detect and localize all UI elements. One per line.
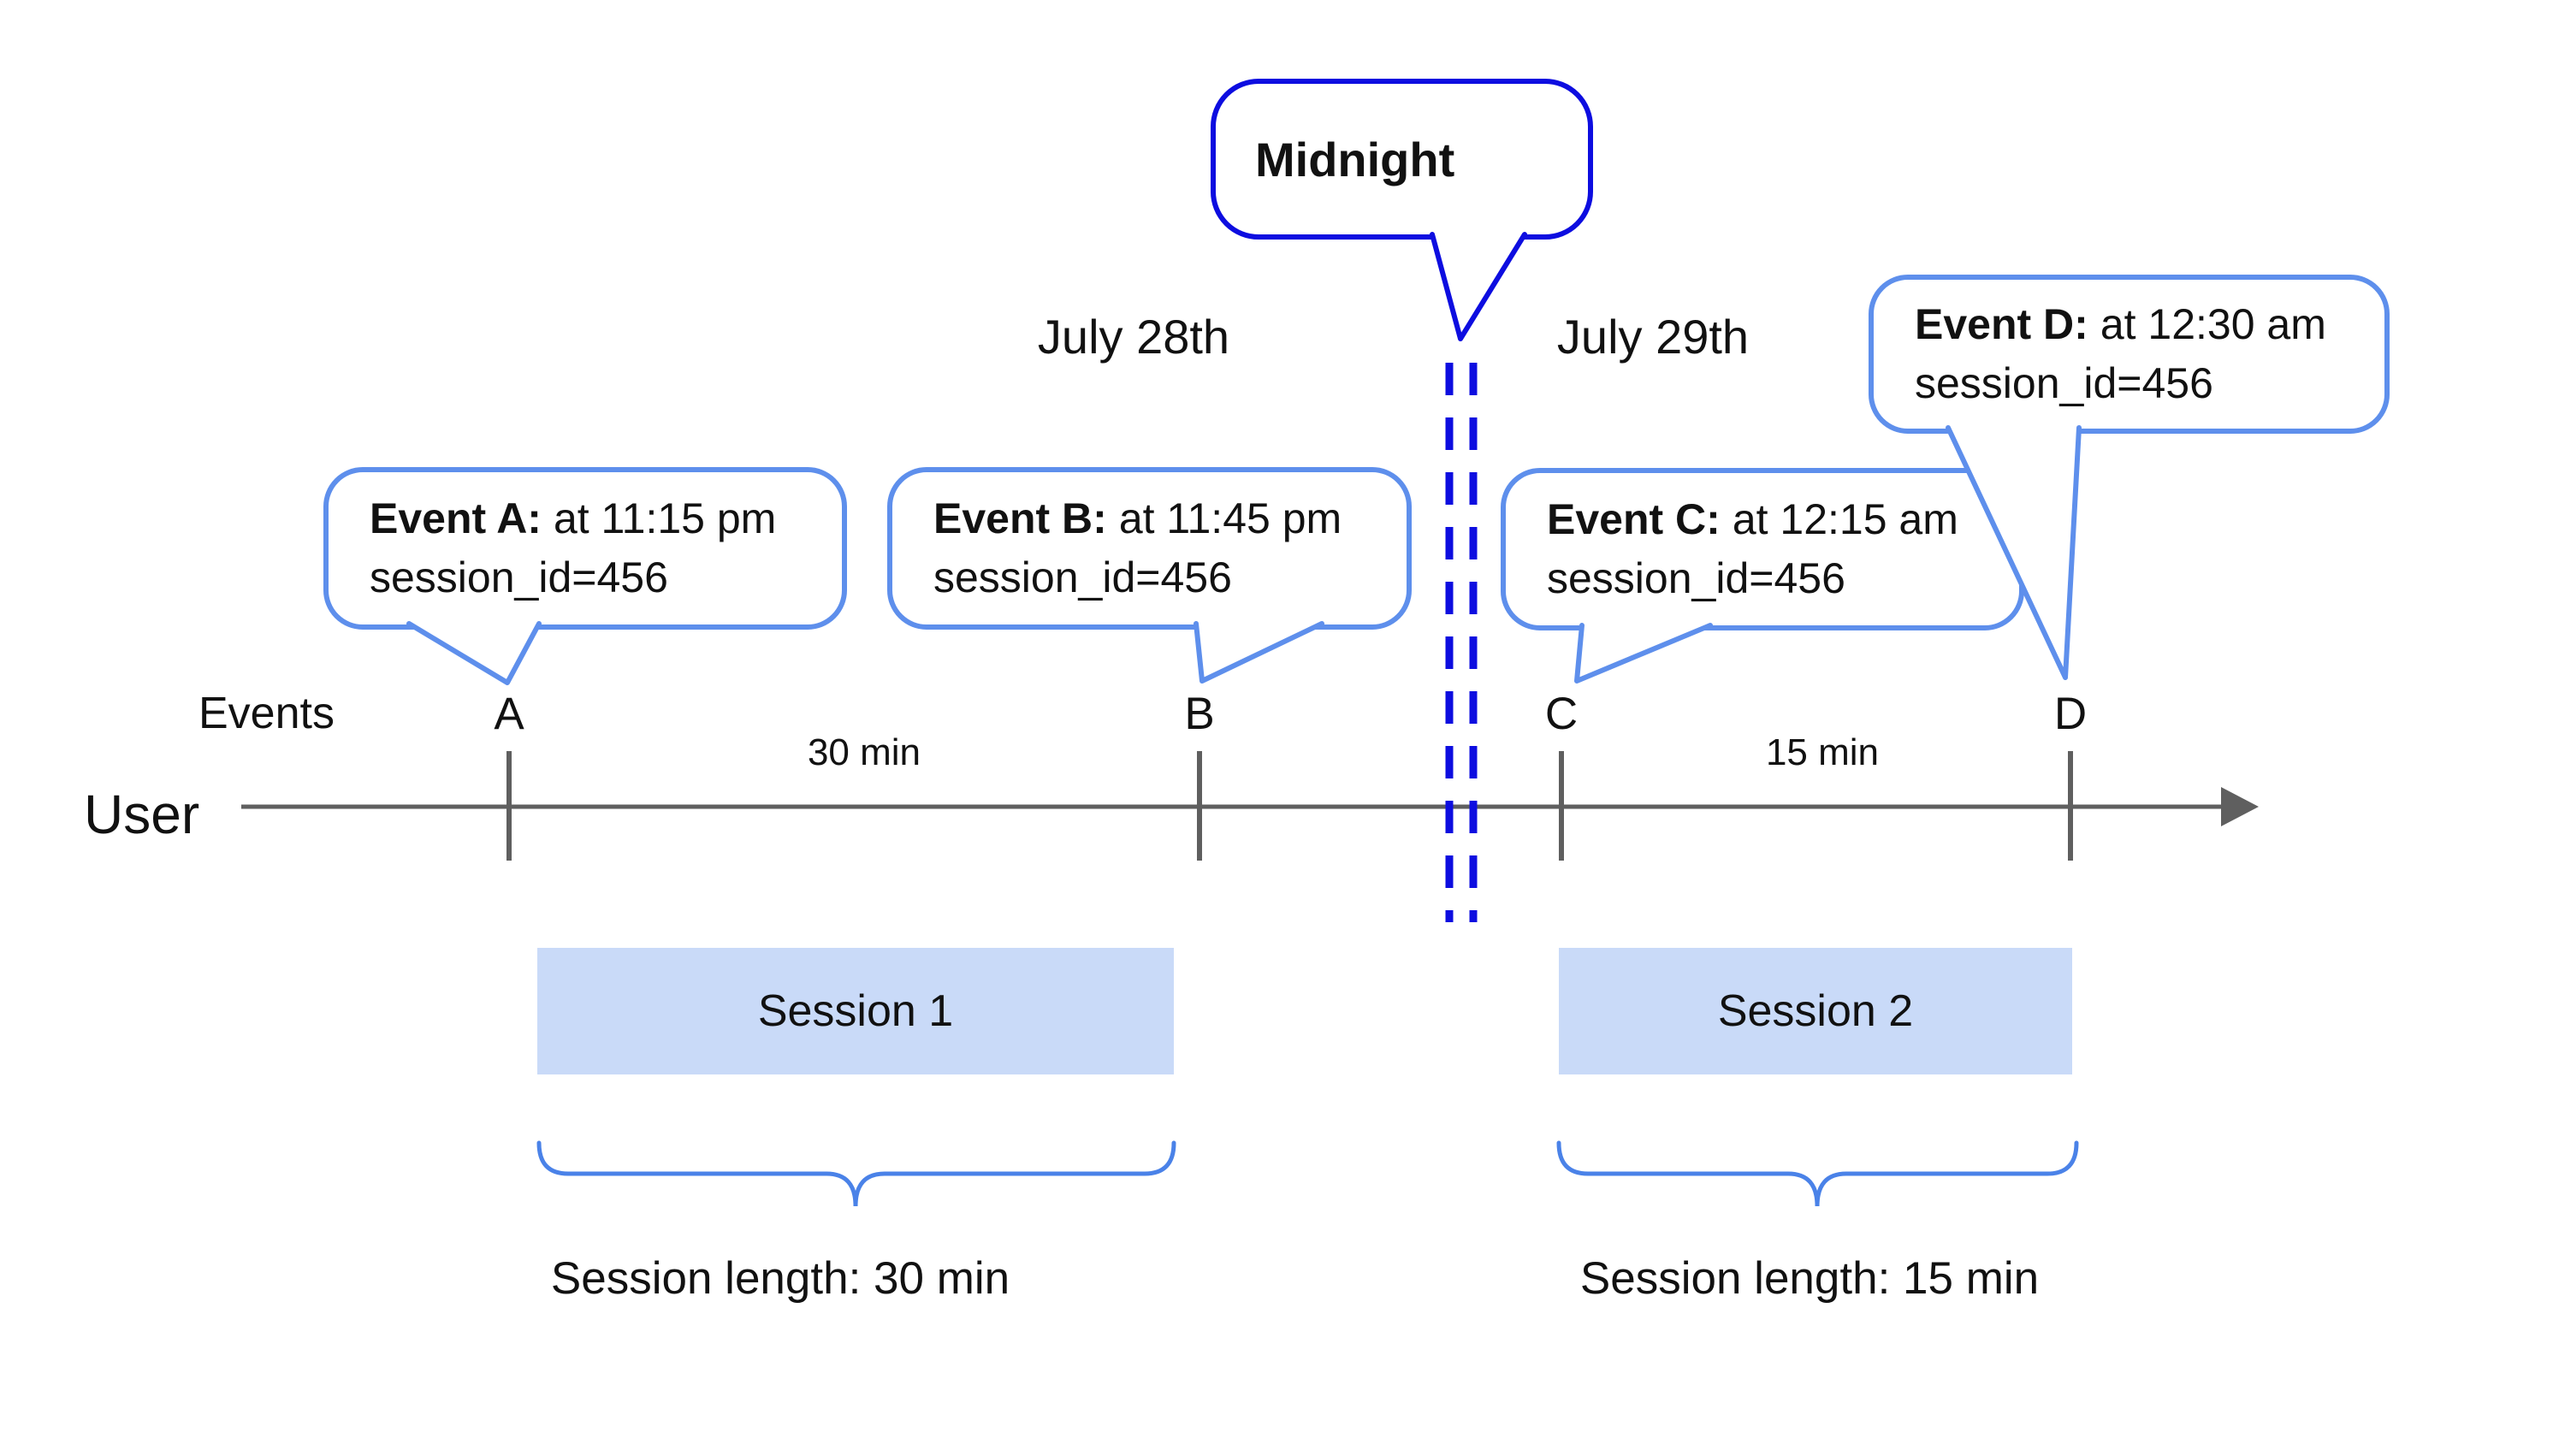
event-d-title: Event D: (1915, 300, 2088, 348)
event-c-callout: Event C:at 12:15 am session_id=456 (1501, 468, 2024, 630)
tick-a (506, 751, 512, 861)
date-label-july-29: July 29th (1556, 310, 1750, 364)
event-b-time: at 11:45 pm (1118, 494, 1342, 542)
event-a-line1: Event A:at 11:15 pm (370, 489, 816, 548)
session-1-length-label: Session length: 30 min (550, 1253, 1010, 1304)
midnight-callout: Midnight (1211, 79, 1593, 240)
event-c-title: Event C: (1547, 495, 1721, 543)
event-a-callout-tail (406, 621, 542, 685)
event-c-callout-tail (1574, 623, 1713, 684)
event-b-line1: Event B:at 11:45 pm (933, 489, 1381, 548)
tick-c (1559, 751, 1564, 861)
event-b-callout-tail (1194, 621, 1324, 684)
session-2-label: Session 2 (1717, 986, 1914, 1036)
event-d-callout: Event D:at 12:30 am session_id=456 (1869, 275, 2390, 434)
event-d-line1: Event D:at 12:30 am (1915, 295, 2359, 354)
marker-a: A (494, 689, 524, 739)
session-2-box: Session 2 (1559, 948, 2072, 1074)
events-row-label: Events (198, 689, 335, 738)
event-d-session-id: session_id=456 (1915, 359, 2213, 407)
event-a-session-id: session_id=456 (370, 553, 668, 601)
interval-15min-label: 15 min (1765, 731, 1880, 773)
event-a-title: Event A: (370, 494, 542, 542)
event-b-title: Event B: (933, 494, 1107, 542)
tick-b (1197, 751, 1202, 861)
session-1-label: Session 1 (757, 986, 954, 1036)
marker-d: D (2053, 689, 2088, 739)
event-b-session-id: session_id=456 (933, 553, 1232, 601)
timeline-arrowhead-icon (2221, 787, 2259, 826)
event-a-time: at 11:15 pm (553, 494, 777, 542)
date-label-july-28: July 28th (1037, 310, 1230, 364)
session-1-brace (536, 1140, 1176, 1207)
tick-d (2068, 751, 2073, 861)
session-2-length-label: Session length: 15 min (1579, 1253, 2040, 1304)
session-1-box: Session 1 (537, 948, 1174, 1074)
midnight-label: Midnight (1255, 132, 1455, 186)
marker-b: B (1184, 689, 1215, 739)
event-c-line1: Event C:at 12:15 am (1547, 490, 1993, 549)
session-2-brace (1556, 1140, 2079, 1207)
event-c-session-id: session_id=456 (1547, 554, 1845, 602)
interval-30min-label: 30 min (807, 731, 921, 773)
event-b-callout: Event B:at 11:45 pm session_id=456 (887, 467, 1412, 630)
event-c-time: at 12:15 am (1732, 495, 1958, 543)
user-axis-label: User (84, 784, 200, 845)
event-a-callout: Event A:at 11:15 pm session_id=456 (323, 467, 847, 630)
event-d-time: at 12:30 am (2100, 300, 2326, 348)
marker-c: C (1544, 689, 1579, 739)
midnight-callout-tail (1430, 232, 1527, 341)
